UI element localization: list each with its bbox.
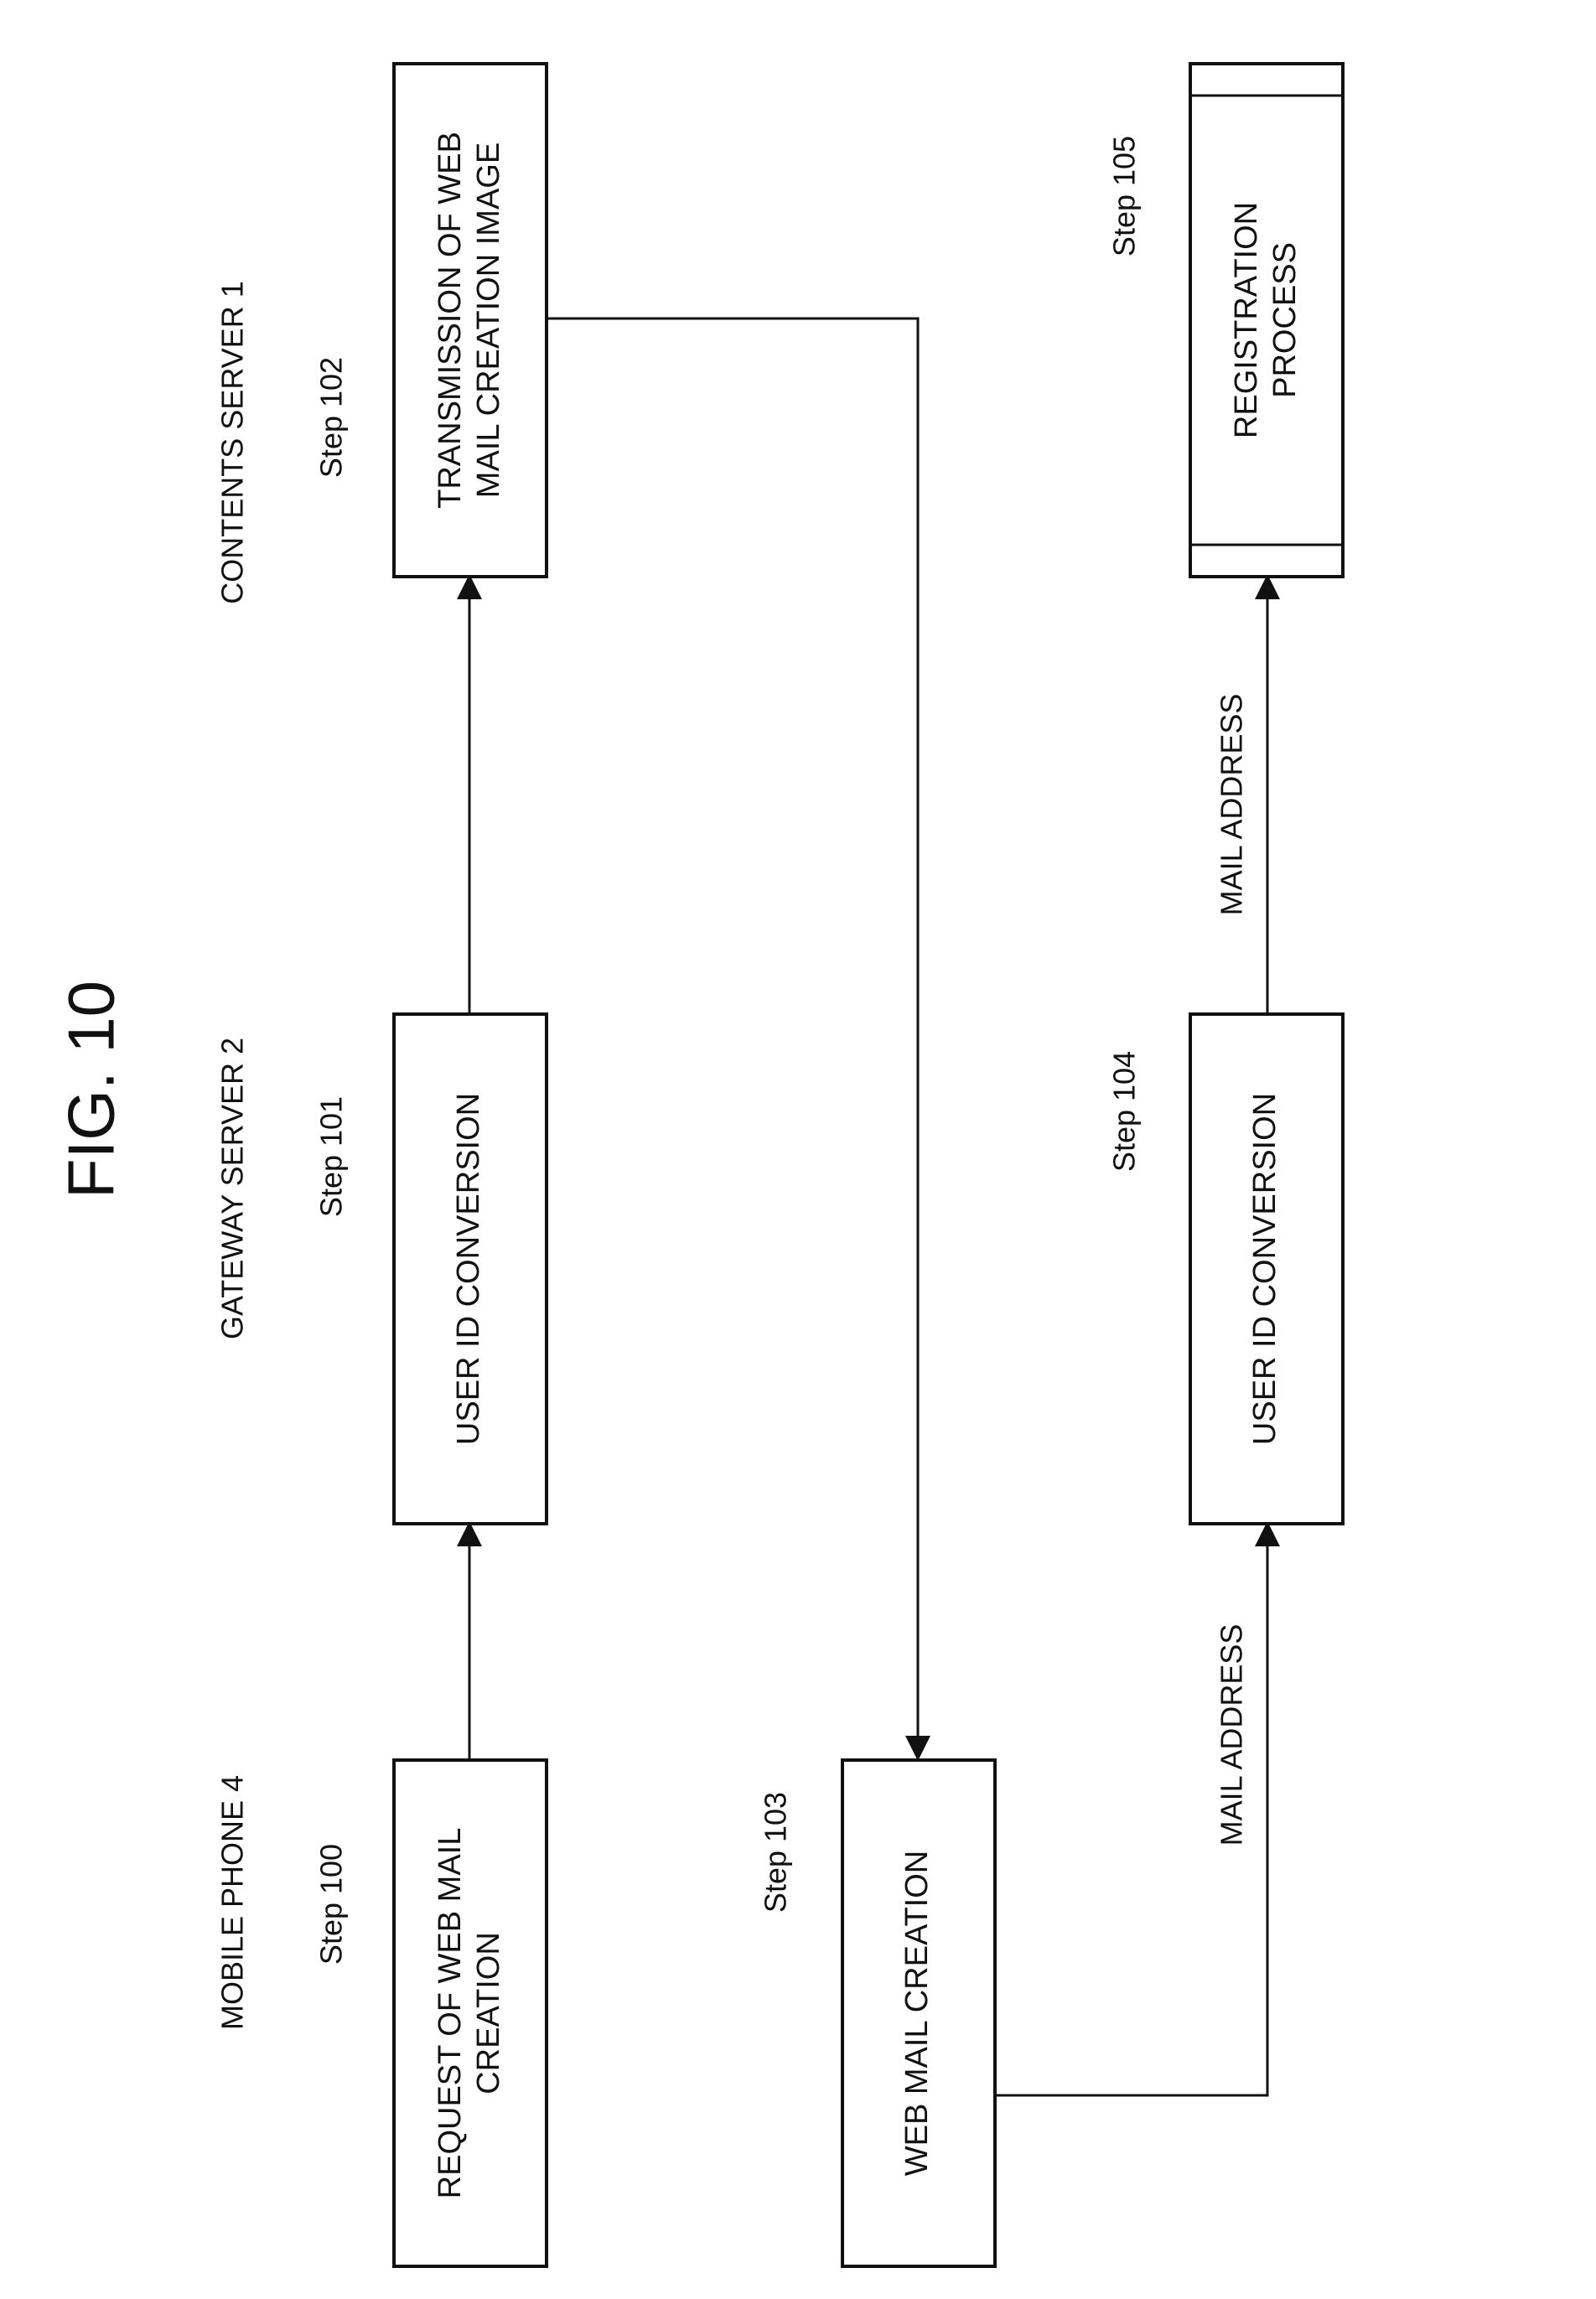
step-102-box xyxy=(394,64,547,577)
step-102-label-line1: TRANSMISSION OF WEB xyxy=(433,132,468,509)
figure-title: FIG. 10 xyxy=(54,981,128,1199)
step-105-box xyxy=(1190,64,1343,577)
column-header-contents-server: CONTENTS SERVER 1 xyxy=(215,281,250,603)
step-label-104: Step 104 xyxy=(1107,1051,1142,1172)
step-label-100: Step 100 xyxy=(314,1844,349,1965)
step-101-label: USER ID CONVERSION xyxy=(451,1093,486,1445)
step-label-103: Step 103 xyxy=(759,1792,793,1913)
step-100-label-line1: REQUEST OF WEB MAIL xyxy=(433,1828,468,2199)
step-103-label: WEB MAIL CREATION xyxy=(899,1851,935,2176)
arrow-label-mail-address-2: MAIL ADDRESS xyxy=(1215,694,1249,916)
column-header-mobile-phone: MOBILE PHONE 4 xyxy=(215,1775,250,2030)
arrow-step102-to-step103 xyxy=(547,318,918,1758)
step-105-label-line1: REGISTRATION xyxy=(1229,202,1264,438)
step-102-label-line2: MAIL CREATION IMAGE xyxy=(471,142,506,498)
column-header-gateway-server: GATEWAY SERVER 2 xyxy=(215,1038,250,1339)
step-label-102: Step 102 xyxy=(314,357,349,478)
step-100-label-line2: CREATION xyxy=(471,1932,506,2094)
step-label-105: Step 105 xyxy=(1107,136,1142,256)
arrow-label-mail-address-1: MAIL ADDRESS xyxy=(1215,1624,1249,1846)
step-label-101: Step 101 xyxy=(314,1096,349,1217)
step-100-box xyxy=(394,1760,547,2266)
step-105-label-line2: PROCESS xyxy=(1267,242,1303,398)
step-104-label: USER ID CONVERSION xyxy=(1247,1093,1282,1445)
